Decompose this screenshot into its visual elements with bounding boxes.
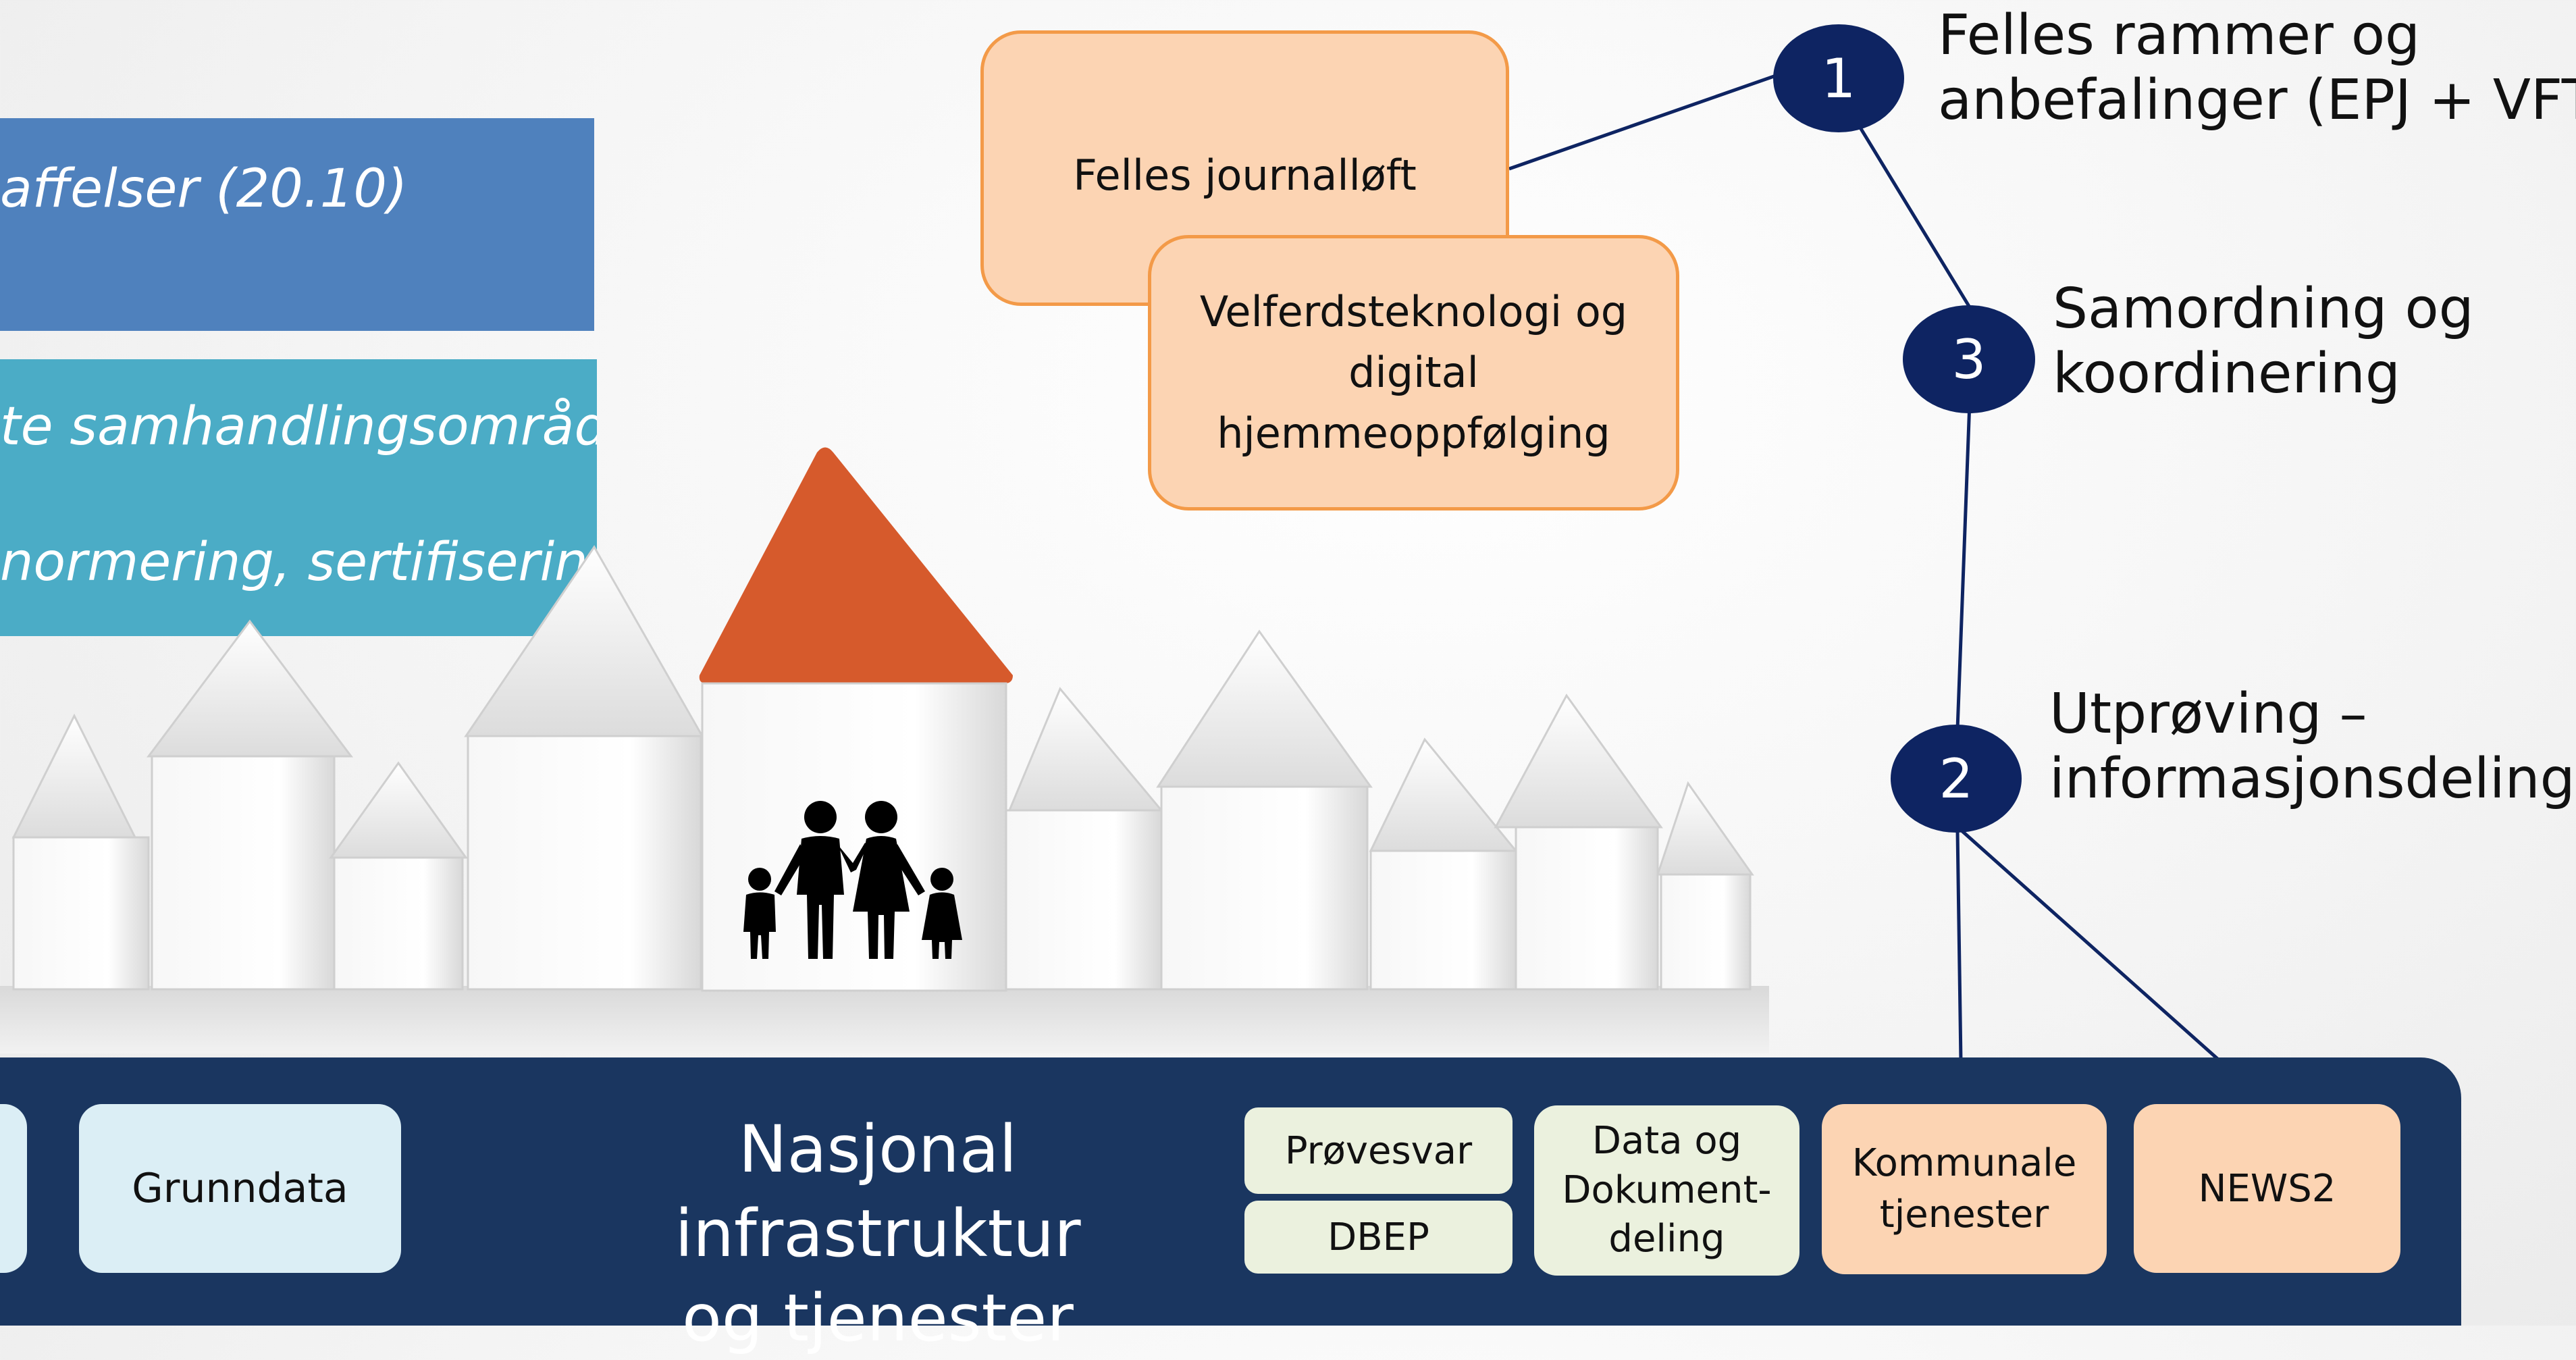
provesvar-text: Prøvesvar xyxy=(1284,1128,1473,1173)
provesvar-chip: Prøvesvar xyxy=(1244,1107,1513,1194)
milestone-3-number: 3 xyxy=(1951,328,1987,391)
milestone-3-label-line2: koordinering xyxy=(2053,341,2400,406)
velferdsteknologi-box: Velferdsteknologi og digital hjemmeoppfø… xyxy=(1148,235,1679,511)
infrastructure-title-line2: og tjenester xyxy=(682,1280,1074,1356)
infrastructure-title: Nasjonal infrastruktur og tjenester xyxy=(540,1107,1215,1360)
milestone-3-label-line1: Samordning og xyxy=(2053,277,2474,341)
milestone-2-label-line2: informasjonsdeling xyxy=(2049,746,2575,811)
kommunale-tjenester-text: Kommunale tjenester xyxy=(1851,1141,2077,1236)
connector-lines xyxy=(1508,74,2273,1109)
dbep-chip: DBEP xyxy=(1244,1201,1513,1274)
milestone-1-label-line1: Felles rammer og xyxy=(1938,3,2421,68)
milestone-1-number: 1 xyxy=(1821,47,1856,110)
grunndata-chip: Grunndata xyxy=(79,1104,401,1273)
milestone-1-circle: 1 xyxy=(1773,24,1904,132)
blue-band: affelser (20.10) xyxy=(0,118,594,331)
family-icon xyxy=(743,801,962,959)
milestone-1-label: Felles rammer og anbefalinger (EPJ + VFT… xyxy=(1938,3,2576,133)
infrastructure-title-line1: Nasjonal infrastruktur xyxy=(675,1111,1081,1272)
milestone-2-circle: 2 xyxy=(1891,725,2022,833)
milestone-1-label-line2: anbefalinger (EPJ + VFT) xyxy=(1938,68,2576,132)
teal-band-text-2: normering, sertifisering xyxy=(0,532,597,593)
left-partial-chip xyxy=(0,1104,27,1273)
data-og-dokumentdeling-text: Data og Dokument-deling xyxy=(1562,1118,1772,1261)
felles-journalloft-text: Felles journalløft xyxy=(1073,151,1417,200)
milestone-2-number: 2 xyxy=(1939,747,1974,810)
milestone-2-label-line1: Utprøving – xyxy=(2049,682,2367,746)
dbep-text: DBEP xyxy=(1328,1215,1429,1259)
milestone-3-circle: 3 xyxy=(1903,305,2035,413)
news2-text: NEWS2 xyxy=(2198,1166,2336,1211)
houses-illustration xyxy=(0,447,1769,1053)
milestone-3-label: Samordning og koordinering xyxy=(2053,277,2474,407)
teal-band: te samhandlingsområder normering, sertif… xyxy=(0,359,597,636)
grunndata-text: Grunndata xyxy=(132,1165,348,1212)
milestone-2-label: Utprøving – informasjonsdeling xyxy=(2049,682,2575,812)
blue-band-text: affelser (20.10) xyxy=(0,159,408,219)
velferdsteknologi-text: Velferdsteknologi og digital hjemmeoppfø… xyxy=(1199,287,1628,458)
data-og-dokumentdeling-chip: Data og Dokument-deling xyxy=(1534,1105,1799,1276)
news2-chip: NEWS2 xyxy=(2134,1104,2400,1273)
teal-band-text-1: te samhandlingsområder xyxy=(0,396,597,457)
kommunale-tjenester-chip: Kommunale tjenester xyxy=(1822,1104,2107,1274)
